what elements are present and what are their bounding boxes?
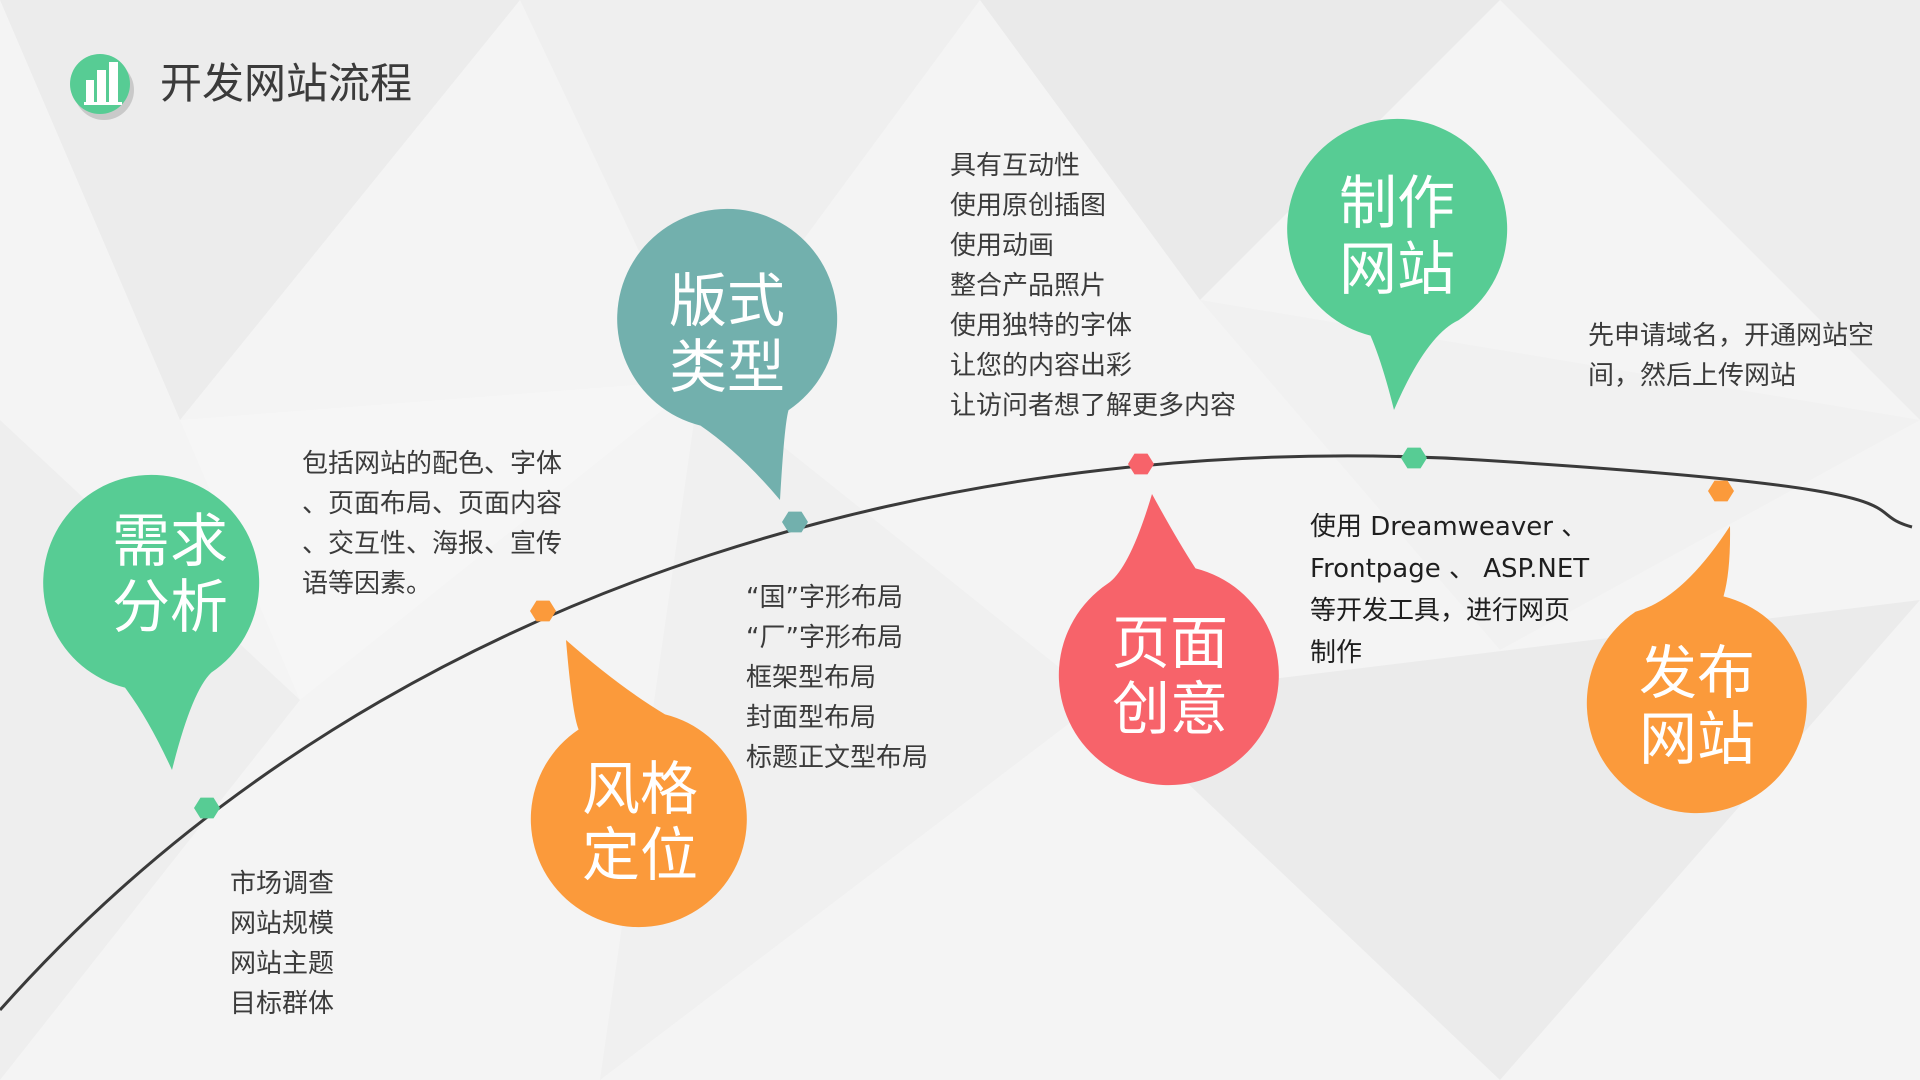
step-desc-demand: 市场调查 网站规模 网站主题 目标群体	[230, 869, 335, 1019]
step-desc-publish: 先申请域名，开通网站空 间，然后上传网站	[1588, 321, 1875, 391]
speech-bubble-layout	[617, 208, 838, 500]
hexagon-marker-creative	[1128, 453, 1154, 475]
page-title: 开发网站流程	[160, 59, 413, 108]
step-desc-creative: 具有互动性 使用原创插图 使用动画 整合产品照片 使用独特的字体 让您的内容出彩…	[950, 151, 1237, 421]
step-desc-build: 使用 Dreamweaver 、 Frontpage 、 ASP.NET 等开发…	[1310, 512, 1590, 668]
step-label-layout: 版式 类型	[668, 267, 785, 401]
step-label-creative: 页面 创意	[1111, 609, 1228, 743]
step-desc-layout: “国”字形布局 “厂”字形布局 框架型布局 封面型布局 标题正文型布局	[746, 583, 929, 773]
hexagon-marker-build	[1401, 447, 1427, 469]
speech-bubble-demand	[43, 474, 260, 770]
step-label-style: 风格 定位	[581, 755, 698, 889]
timeline-line	[0, 454, 1913, 1011]
step-label-demand: 需求 分析	[111, 507, 228, 641]
hexagon-marker-layout	[782, 511, 808, 533]
hexagon-marker-demand	[194, 797, 220, 819]
hexagon-marker-style	[530, 600, 556, 622]
building-chart-icon	[70, 54, 134, 120]
speech-bubble-style	[530, 640, 747, 928]
speech-bubble-build	[1287, 118, 1508, 410]
step-desc-style: 包括网站的配色、字体 、页面布局、页面内容 、交互性、海报、宣传 语等因素。	[302, 449, 563, 599]
speech-bubble-creative	[1058, 494, 1279, 786]
hexagon-marker-publish	[1708, 480, 1734, 502]
step-label-build: 制作 网站	[1338, 169, 1455, 303]
step-label-publish: 发布 网站	[1638, 639, 1755, 773]
speech-bubble-publish	[1586, 526, 1807, 814]
